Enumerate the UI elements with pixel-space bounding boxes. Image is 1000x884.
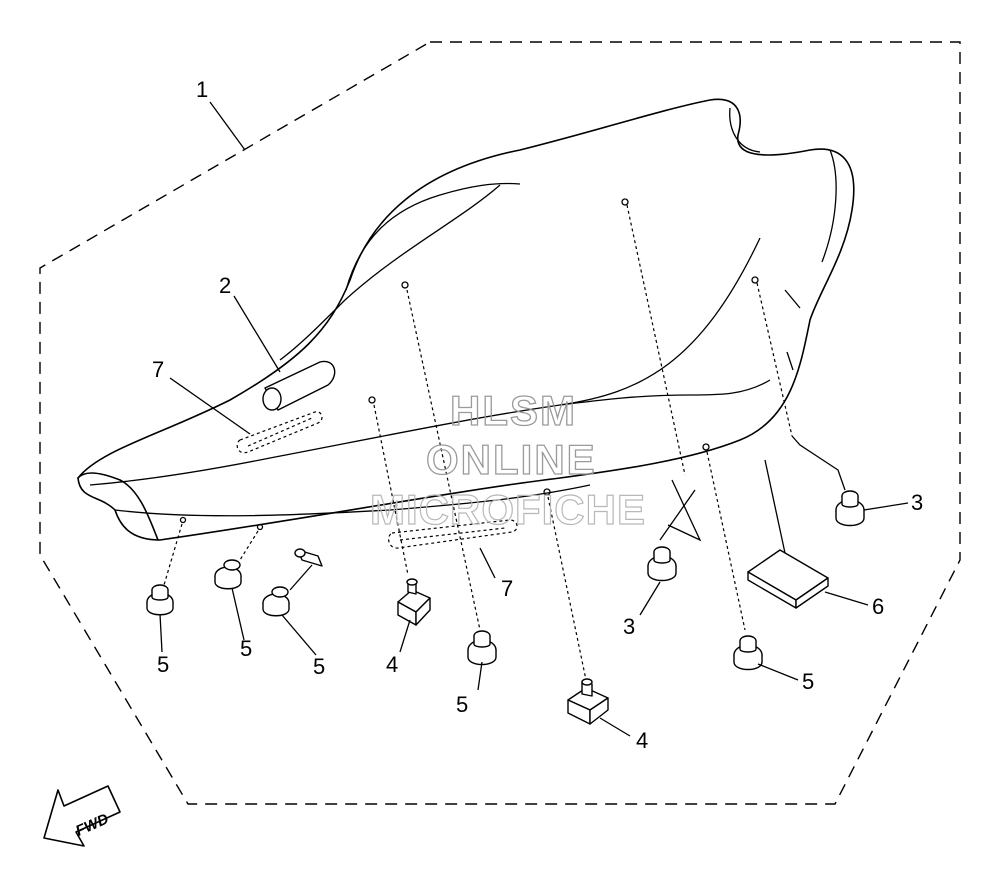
callout-4-lower: 4 — [636, 728, 648, 753]
watermark-line-1: HLSM — [450, 387, 577, 434]
callout-5-left-1: 5 — [157, 652, 169, 677]
watermark-line-2: ONLINE — [426, 436, 597, 483]
bushing-under-seat — [289, 548, 323, 591]
grommet-5-left-3 — [262, 586, 290, 617]
seat-body — [77, 98, 855, 542]
callout-3-center: 3 — [623, 614, 635, 639]
clip-4-lower — [567, 678, 609, 725]
clip-4-middle — [397, 578, 431, 626]
callout-5-left-2: 5 — [240, 636, 252, 661]
callout-7-upper: 7 — [152, 357, 164, 382]
callout-1: 1 — [196, 77, 208, 102]
leader-lines — [159, 101, 909, 737]
callout-5-right: 5 — [802, 669, 814, 694]
grommet-5-left-2 — [214, 559, 242, 590]
grommet-3-center — [647, 546, 677, 582]
fwd-direction-arrow: FWD — [43, 785, 121, 847]
alignment-lines — [163, 198, 846, 681]
callout-3-right: 3 — [911, 490, 923, 515]
callout-5-middle: 5 — [456, 692, 468, 717]
callout-5-left-3: 5 — [313, 654, 325, 679]
grommet-3-right — [835, 490, 865, 527]
callout-2: 2 — [219, 273, 231, 298]
part-2-grip — [262, 360, 336, 411]
callout-6: 6 — [872, 594, 884, 619]
grommet-5-right — [733, 635, 763, 671]
assembly-boundary — [39, 41, 961, 805]
part-7-upper-patch — [236, 411, 323, 454]
pad-6 — [747, 549, 829, 609]
callout-4-middle: 4 — [386, 652, 398, 677]
grommet-5-left-1 — [146, 584, 174, 616]
callout-7-lower: 7 — [501, 576, 513, 601]
fwd-label: FWD — [73, 810, 111, 839]
watermark-line-3: MICROFICHE — [370, 486, 646, 533]
grommet-5-middle — [467, 630, 497, 666]
